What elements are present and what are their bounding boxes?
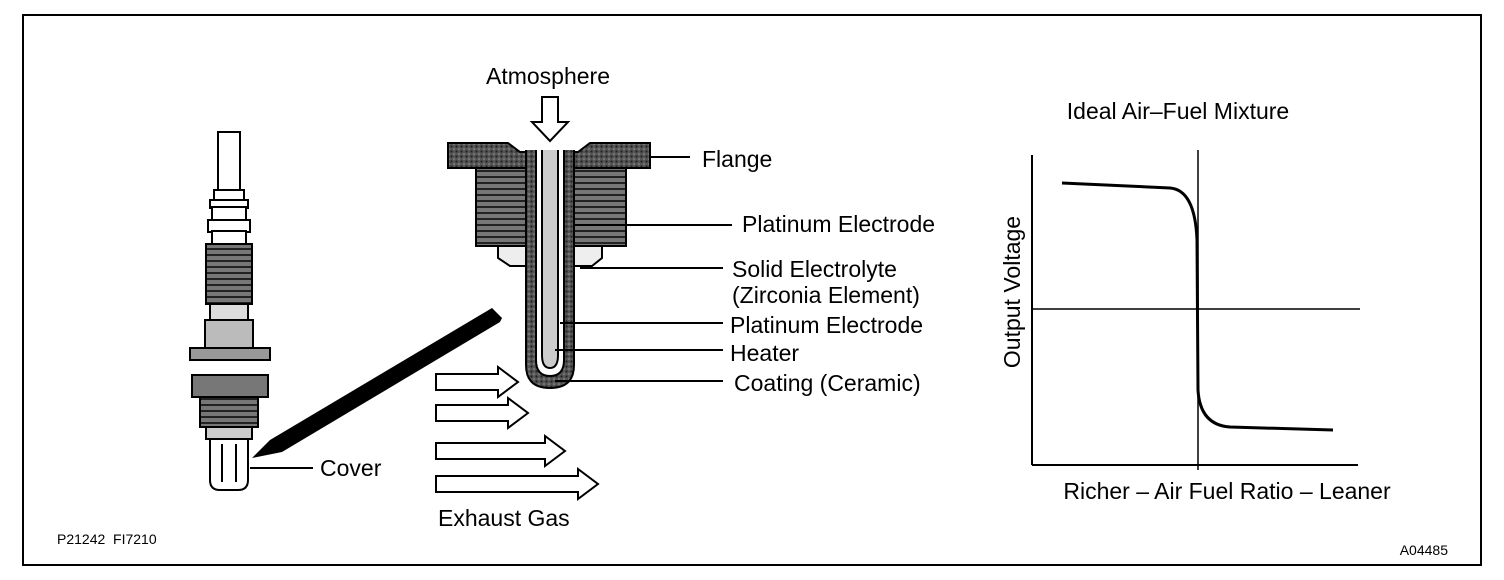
label-platinum-electrode-top: Platinum Electrode: [742, 211, 935, 237]
exhaust-arrow-4: [435, 467, 600, 501]
pointer-arrow: [252, 308, 502, 458]
label-platinum-electrode-bottom: Platinum Electrode: [730, 312, 923, 338]
label-cover: Cover: [320, 455, 382, 481]
label-coating: Coating (Ceramic): [734, 370, 921, 396]
cross-section-leaders: [555, 156, 732, 382]
reference-code-right: A04485: [1400, 542, 1448, 558]
reference-code-left: P21242 FI7210: [57, 531, 157, 547]
label-heater: Heater: [730, 340, 799, 366]
graph-x-label: Richer – Air Fuel Ratio – Leaner: [1063, 478, 1391, 504]
graph-y-label: Output Voltage: [999, 216, 1025, 368]
label-exhaust-gas: Exhaust Gas: [438, 505, 570, 531]
atmosphere-arrow: [529, 96, 571, 143]
sensor-cross-section: [447, 142, 651, 390]
label-atmosphere: Atmosphere: [486, 63, 610, 89]
graph-title: Ideal Air–Fuel Mixture: [1067, 98, 1289, 124]
exhaust-arrow-3: [435, 434, 567, 468]
exhaust-arrows: [435, 365, 600, 501]
figure-frame: [22, 14, 1482, 566]
label-zirconia-element: (Zirconia Element): [732, 282, 920, 308]
exhaust-arrow-1: [435, 365, 520, 399]
oxygen-sensor-illustration: [189, 131, 271, 491]
exhaust-arrow-2: [435, 396, 530, 430]
voltage-curve: [1061, 181, 1334, 432]
voltage-graph: [1031, 150, 1360, 470]
label-solid-electrolyte: Solid Electrolyte: [732, 256, 897, 282]
label-flange: Flange: [702, 146, 772, 172]
